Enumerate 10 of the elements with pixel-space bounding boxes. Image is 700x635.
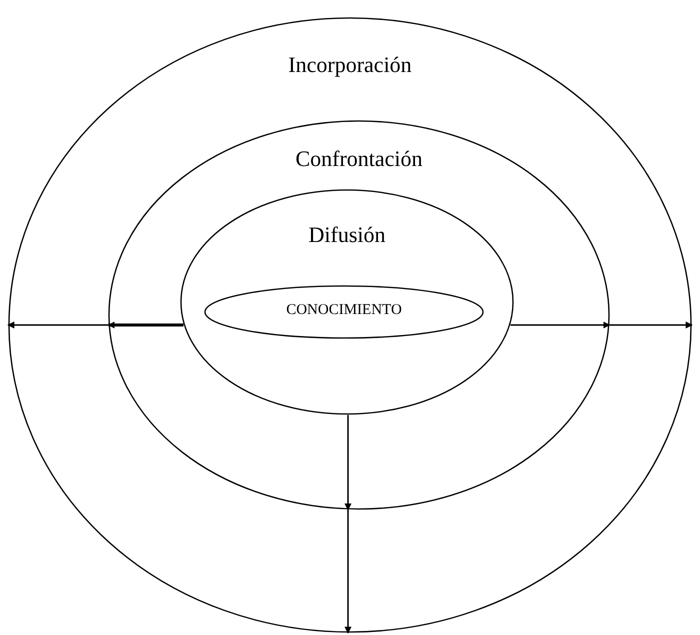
arrow <box>344 510 352 634</box>
ring-label: Confrontación <box>295 146 423 172</box>
arrow <box>610 322 693 328</box>
ring-label: CONOCIMIENTO <box>286 302 402 319</box>
ring-label: Incorporación <box>288 52 412 78</box>
arrow <box>344 415 352 511</box>
arrow <box>7 322 108 328</box>
ring-label: Difusión <box>308 222 386 248</box>
arrow <box>108 322 184 328</box>
arrow <box>510 322 610 328</box>
